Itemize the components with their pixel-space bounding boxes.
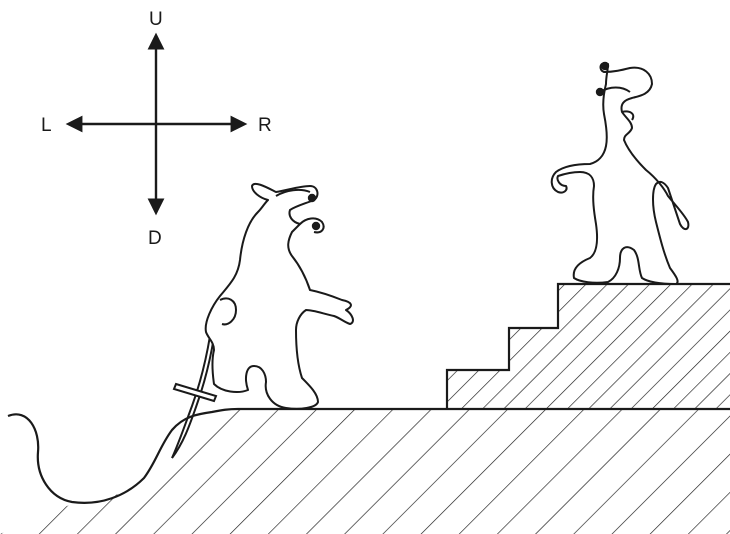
compass: U D L R <box>41 9 272 249</box>
compass-label-down: D <box>148 228 162 249</box>
compass-label-up: U <box>149 9 163 30</box>
staircase <box>445 282 730 409</box>
compass-label-right: R <box>258 115 272 136</box>
sword <box>171 335 218 459</box>
ground-outline <box>7 407 730 504</box>
compass-label-left: L <box>41 115 52 136</box>
creature-on-stairs <box>550 61 690 285</box>
creature-with-sword <box>204 182 354 410</box>
